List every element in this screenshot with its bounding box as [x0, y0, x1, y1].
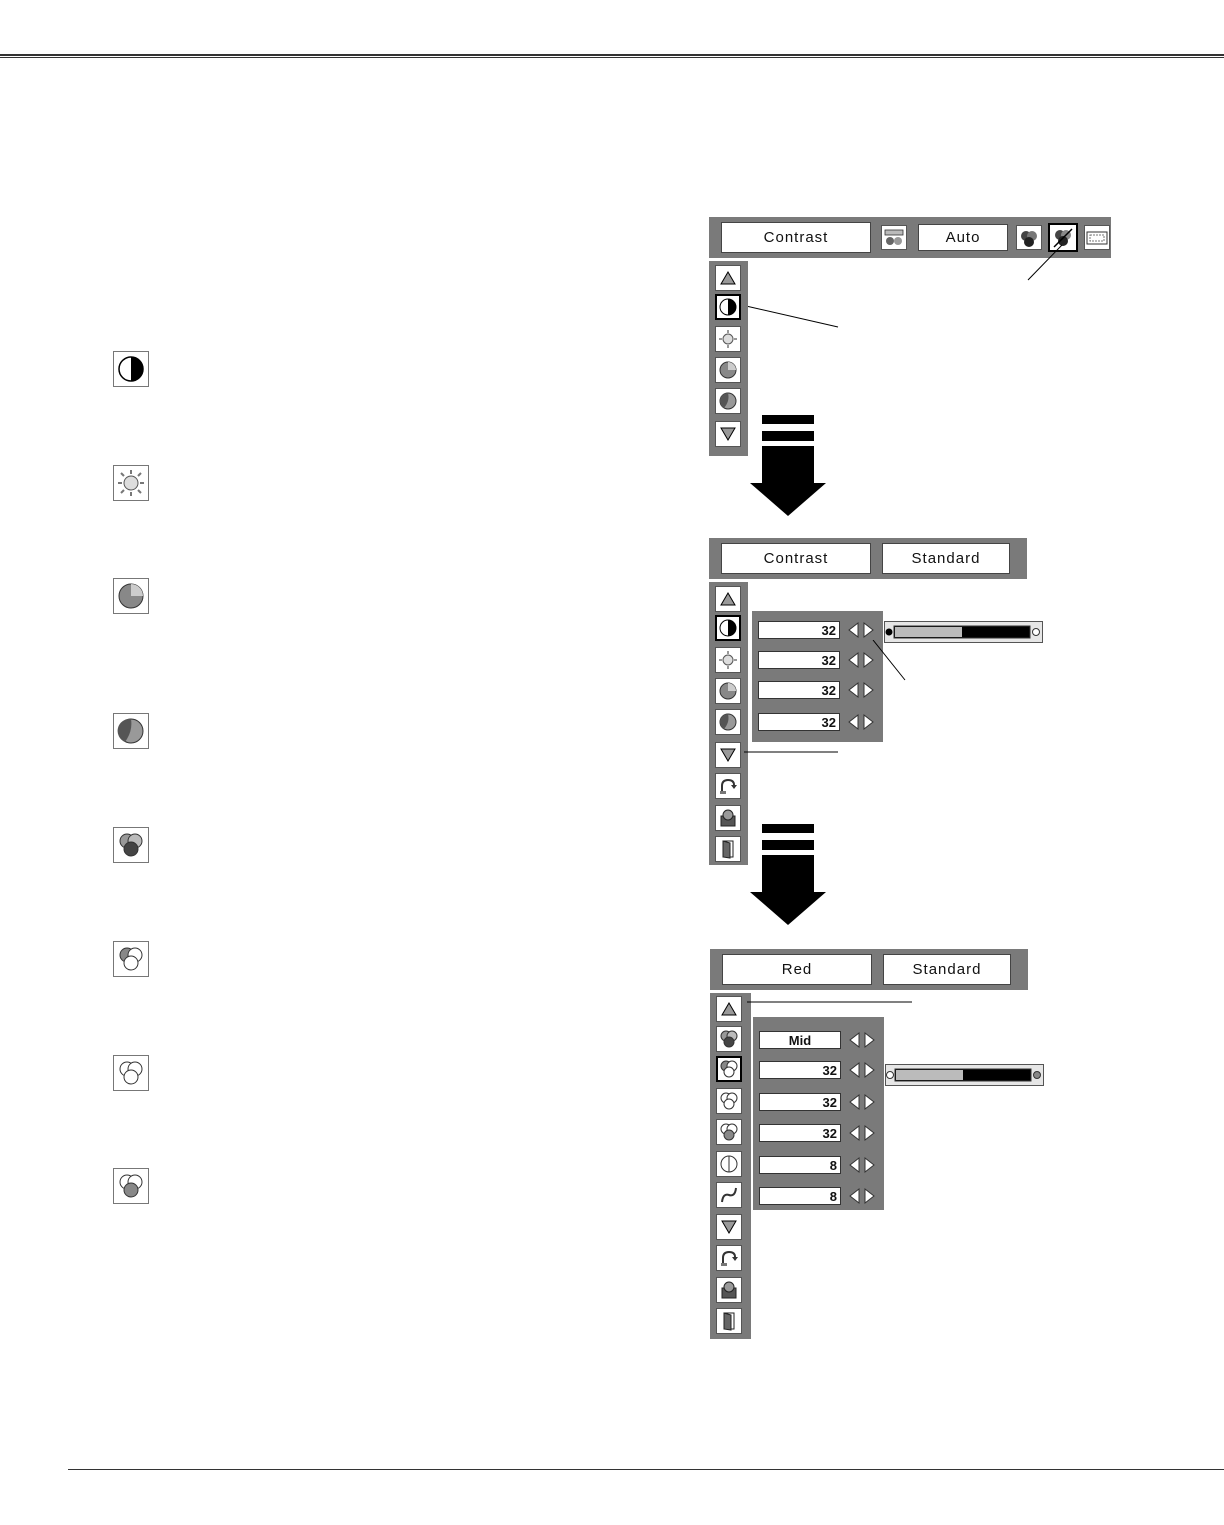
- green-value[interactable]: 32: [759, 1093, 841, 1111]
- panel1-callouts: [745, 244, 1063, 328]
- color-value[interactable]: 32: [758, 681, 840, 699]
- gamma-icon[interactable]: [716, 1182, 742, 1208]
- store-icon[interactable]: [716, 1277, 742, 1303]
- sharpness-icon[interactable]: [716, 1151, 742, 1177]
- scroll-down-icon[interactable]: [715, 742, 741, 768]
- contrast-icon[interactable]: [715, 615, 741, 641]
- green-icon: [113, 941, 149, 977]
- scroll-down-icon[interactable]: [716, 1214, 742, 1240]
- blue-icon[interactable]: [716, 1119, 742, 1145]
- contrast-icon: [113, 351, 149, 387]
- brightness-icon[interactable]: [715, 326, 741, 352]
- tint-value[interactable]: 32: [758, 713, 840, 731]
- store-icon[interactable]: [715, 805, 741, 831]
- red-icon[interactable]: [716, 1026, 742, 1052]
- color-icon: [113, 578, 149, 614]
- red-icon: [113, 827, 149, 863]
- bottom-rule: [68, 1469, 1224, 1470]
- panel1-mode[interactable]: Auto: [918, 224, 1008, 251]
- color-icon[interactable]: [715, 357, 741, 383]
- adjust-arrows-icon[interactable]: [849, 1093, 875, 1111]
- panel3-callout: [747, 1001, 912, 1003]
- panel2-sidebar: [709, 582, 748, 865]
- adjust-arrows-icon[interactable]: [848, 713, 874, 731]
- slider-fill: [895, 627, 962, 637]
- scroll-up-icon[interactable]: [715, 586, 741, 612]
- reset-icon[interactable]: [716, 1245, 742, 1271]
- input-select-icon[interactable]: [881, 225, 907, 250]
- quit-icon[interactable]: [715, 836, 741, 862]
- image-adjust-icon[interactable]: [1048, 223, 1078, 252]
- color-temp-value[interactable]: Mid: [759, 1031, 841, 1049]
- scroll-up-icon[interactable]: [715, 265, 741, 291]
- reset-icon[interactable]: [715, 773, 741, 799]
- down-arrow-1: [750, 415, 826, 516]
- red-gain-icon[interactable]: [716, 1056, 742, 1082]
- panel1-label: Contrast: [721, 222, 871, 253]
- panel3-values: Mid 32 32 32 8 8: [753, 1017, 884, 1210]
- brightness-icon[interactable]: [715, 647, 741, 673]
- adjust-arrows-icon[interactable]: [849, 1187, 875, 1205]
- adjust-arrows-icon[interactable]: [849, 1124, 875, 1142]
- contrast-icon[interactable]: [715, 294, 741, 320]
- panel3-mode[interactable]: Standard: [883, 954, 1011, 985]
- gamma-value[interactable]: 8: [759, 1187, 841, 1205]
- down-arrow-2: [750, 824, 826, 925]
- tint-icon[interactable]: [715, 709, 741, 735]
- panel2-slider[interactable]: [884, 621, 1044, 645]
- color-icon[interactable]: [715, 678, 741, 704]
- sharpness-value[interactable]: 8: [759, 1156, 841, 1174]
- panel1-sidebar: [709, 261, 748, 456]
- screen-icon[interactable]: [1084, 225, 1110, 250]
- panel3-slider[interactable]: [885, 1064, 1045, 1088]
- red-value[interactable]: 32: [759, 1061, 841, 1079]
- adjust-arrows-icon[interactable]: [848, 621, 874, 639]
- scroll-up-icon[interactable]: [716, 996, 742, 1022]
- quit-icon[interactable]: [716, 1308, 742, 1334]
- adjust-arrows-icon[interactable]: [849, 1061, 875, 1079]
- adjust-arrows-icon[interactable]: [849, 1031, 875, 1049]
- blue-value[interactable]: 32: [759, 1124, 841, 1142]
- sharpness-icon: [113, 1168, 149, 1204]
- panel2-label: Contrast: [721, 543, 871, 574]
- contrast-value[interactable]: 32: [758, 621, 840, 639]
- panel3-sidebar: [710, 993, 751, 1339]
- scroll-down-icon[interactable]: [715, 421, 741, 447]
- panel2-values: 32 32 32 32: [752, 611, 883, 742]
- panel3-label: Red: [722, 954, 872, 985]
- brightness-value[interactable]: 32: [758, 651, 840, 669]
- tint-icon: [113, 713, 149, 749]
- green-icon[interactable]: [716, 1088, 742, 1114]
- brightness-icon: [113, 465, 149, 501]
- adjust-arrows-icon[interactable]: [849, 1156, 875, 1174]
- slider-fill: [896, 1070, 963, 1080]
- blue-icon: [113, 1055, 149, 1091]
- tint-icon[interactable]: [715, 388, 741, 414]
- adjust-arrows-icon[interactable]: [848, 681, 874, 699]
- panel2-mode[interactable]: Standard: [882, 543, 1010, 574]
- adjust-arrows-icon[interactable]: [848, 651, 874, 669]
- image-select-icon[interactable]: [1016, 225, 1042, 250]
- panel2-callouts: [744, 640, 906, 753]
- top-rule: [0, 54, 1224, 58]
